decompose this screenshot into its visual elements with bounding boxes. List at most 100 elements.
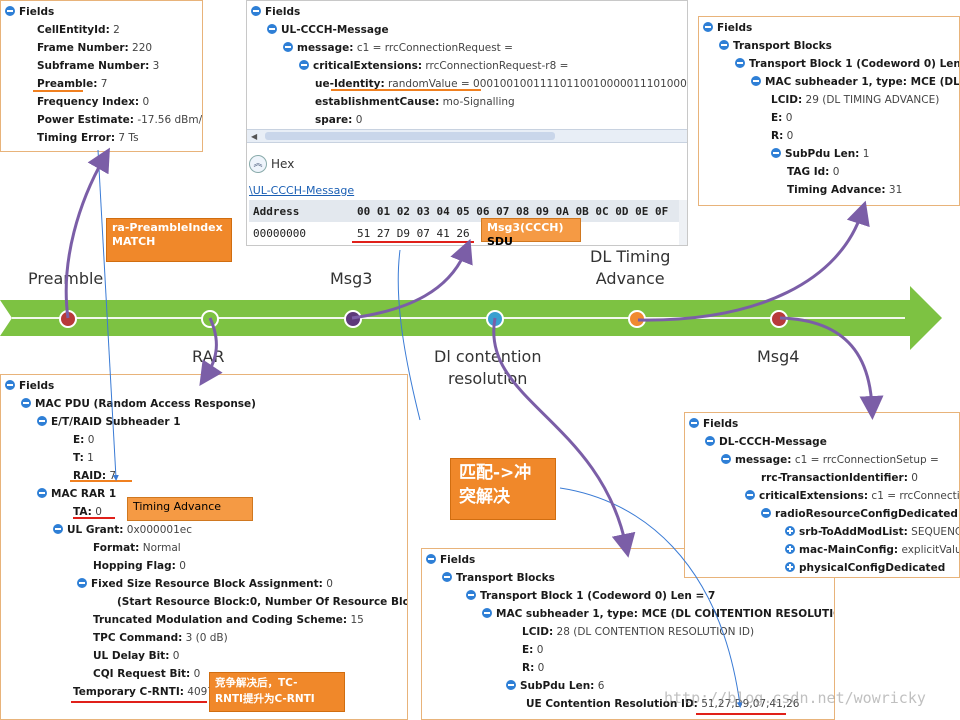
- tree-row[interactable]: message: c1 = rrcConnectionSetup =: [721, 451, 939, 469]
- tree-row[interactable]: Subframe Number: 3: [37, 57, 159, 75]
- tree-row[interactable]: E: 0: [522, 641, 543, 659]
- collapse-icon[interactable]: [482, 608, 492, 618]
- tree-row[interactable]: UL Grant: 0x000001ec: [53, 521, 192, 539]
- tree-row[interactable]: MAC RAR 1: [37, 485, 116, 503]
- field-value: 7 Ts: [115, 132, 139, 144]
- tree-row[interactable]: Fields: [5, 3, 54, 21]
- tree-row[interactable]: Transport Blocks: [442, 569, 555, 587]
- collapse-icon[interactable]: [267, 24, 277, 34]
- tree-row[interactable]: Preamble: 7: [37, 75, 108, 93]
- collapse-icon[interactable]: [689, 418, 699, 428]
- collapse-icon[interactable]: [426, 554, 436, 564]
- tree-row[interactable]: Fixed Size Resource Block Assignment: 0: [77, 575, 333, 593]
- collapse-icon[interactable]: [703, 22, 713, 32]
- tree-row[interactable]: (Start Resource Block:0, Number Of Resou…: [117, 593, 407, 611]
- collapse-icon[interactable]: [735, 58, 745, 68]
- tree-row[interactable]: Transport Block 1 (Codeword 0) Len = 7: [466, 587, 715, 605]
- collapse-icon[interactable]: [466, 590, 476, 600]
- tree-row[interactable]: message: c1 = rrcConnectionRequest =: [283, 39, 513, 57]
- tree-row[interactable]: TA: 0: [73, 503, 102, 521]
- tree-row[interactable]: Frequency Index: 0: [37, 93, 149, 111]
- collapse-icon[interactable]: [21, 398, 31, 408]
- collapse-icon[interactable]: [761, 508, 771, 518]
- tree-row[interactable]: Fields: [426, 551, 475, 569]
- tree-row[interactable]: R: 0: [771, 127, 793, 145]
- expand-icon[interactable]: [785, 562, 795, 572]
- tree-row[interactable]: Power Estimate: -17.56 dBm/sc: [37, 111, 203, 129]
- collapse-icon[interactable]: [705, 436, 715, 446]
- tree-row[interactable]: mac-MainConfig: explicitValue =: [785, 541, 959, 559]
- tree-row[interactable]: LCID: 29 (DL TIMING ADVANCE): [771, 91, 939, 109]
- tree-row[interactable]: UL-CCCH-Message: [267, 21, 389, 39]
- tree-row[interactable]: criticalExtensions: c1 = rrcConnectionSe: [745, 487, 959, 505]
- collapse-icon[interactable]: [442, 572, 452, 582]
- tree-row[interactable]: MAC subheader 1, type: MCE (DL TIMI: [751, 73, 960, 91]
- tree-row[interactable]: spare: 0: [315, 111, 362, 129]
- tree-row[interactable]: criticalExtensions: rrcConnectionRequest…: [299, 57, 568, 75]
- tree-row[interactable]: srb-ToAddModList: SEQUENCE: [785, 523, 959, 541]
- collapse-icon[interactable]: [719, 40, 729, 50]
- tree-row[interactable]: CellEntityId: 2: [37, 21, 120, 39]
- collapse-icon[interactable]: [37, 416, 47, 426]
- tree-row[interactable]: UL Delay Bit: 0: [93, 647, 179, 665]
- field-key: MAC subheader 1, type: MCE (DL TIMI: [765, 76, 960, 88]
- collapse-icon[interactable]: [5, 6, 15, 16]
- expand-icon[interactable]: [785, 544, 795, 554]
- scroll-thumb[interactable]: [265, 132, 555, 140]
- tree-row[interactable]: LCID: 28 (DL CONTENTION RESOLUTION ID): [522, 623, 754, 641]
- tree-row[interactable]: Fields: [703, 19, 752, 37]
- collapse-icon[interactable]: [721, 454, 731, 464]
- tree-row[interactable]: E/T/RAID Subheader 1: [37, 413, 181, 431]
- tree-row[interactable]: Fields: [251, 3, 300, 21]
- tree-row[interactable]: DL-CCCH-Message: [705, 433, 827, 451]
- collapse-icon[interactable]: [283, 42, 293, 52]
- msg3-scrollbar[interactable]: ◀: [247, 129, 687, 143]
- tree-row[interactable]: Hopping Flag: 0: [93, 557, 186, 575]
- tree-row[interactable]: Truncated Modulation and Coding Scheme: …: [93, 611, 364, 629]
- tree-row[interactable]: TAG Id: 0: [787, 163, 839, 181]
- expand-icon[interactable]: [785, 526, 795, 536]
- tree-row[interactable]: ue-Identity: randomValue = 0001001001111…: [315, 75, 687, 93]
- collapse-icon[interactable]: [53, 524, 63, 534]
- collapse-icon[interactable]: [771, 148, 781, 158]
- hex-vscroll[interactable]: [679, 200, 687, 245]
- tree-row[interactable]: MAC PDU (Random Access Response): [21, 395, 256, 413]
- tree-row[interactable]: Fields: [5, 377, 54, 395]
- collapse-icon[interactable]: [751, 76, 761, 86]
- tree-row[interactable]: T: 1: [73, 449, 94, 467]
- tree-row[interactable]: CQI Request Bit: 0: [93, 665, 200, 683]
- tree-row[interactable]: TPC Command: 3 (0 dB): [93, 629, 228, 647]
- hex-link[interactable]: \UL-CCCH-Message: [249, 184, 355, 197]
- tree-row[interactable]: physicalConfigDedicated: [785, 559, 945, 577]
- tree-row[interactable]: Transport Block 1 (Codeword 0) Len = 2: [735, 55, 959, 73]
- tree-row[interactable]: E: 0: [73, 431, 94, 449]
- tree-row[interactable]: Frame Number: 220: [37, 39, 152, 57]
- tree-row[interactable]: SubPdu Len: 6: [506, 677, 604, 695]
- tree-row[interactable]: SubPdu Len: 1: [771, 145, 869, 163]
- scroll-left-icon[interactable]: ◀: [251, 132, 258, 141]
- collapse-icon[interactable]: [5, 380, 15, 390]
- collapse-icon[interactable]: [77, 578, 87, 588]
- collapse-icon[interactable]: [745, 490, 755, 500]
- collapse-icon[interactable]: [37, 488, 47, 498]
- collapse-icon[interactable]: [251, 6, 261, 16]
- collapse-icon[interactable]: [299, 60, 309, 70]
- tree-row[interactable]: Timing Error: 7 Ts: [37, 129, 139, 147]
- tree-row[interactable]: MAC subheader 1, type: MCE (DL CONTENTIO…: [482, 605, 834, 623]
- tree-row[interactable]: E: 0: [771, 109, 792, 127]
- hex-collapse-icon[interactable]: ︽: [249, 155, 267, 173]
- tree-row[interactable]: Format: Normal: [93, 539, 181, 557]
- tree-row[interactable]: rrc-TransactionIdentifier: 0: [761, 469, 918, 487]
- tree-row[interactable]: Temporary C-RNTI: 4097: [73, 683, 214, 701]
- hex-col-offsets: 00 01 02 03 04 05 06 07 08 09 0A 0B 0C 0…: [357, 205, 669, 218]
- field-value: 1: [83, 452, 94, 464]
- tree-row[interactable]: Transport Blocks: [719, 37, 832, 55]
- collapse-icon[interactable]: [506, 680, 516, 690]
- field-value: -17.56 dBm/sc: [137, 114, 203, 126]
- tree-row[interactable]: radioResourceConfigDedicated: [761, 505, 958, 523]
- tree-row[interactable]: establishmentCause: mo-Signalling: [315, 93, 515, 111]
- tree-row[interactable]: RAID: 7: [73, 467, 116, 485]
- tree-row[interactable]: Fields: [689, 415, 738, 433]
- tree-row[interactable]: Timing Advance: 31: [787, 181, 902, 199]
- tree-row[interactable]: R: 0: [522, 659, 544, 677]
